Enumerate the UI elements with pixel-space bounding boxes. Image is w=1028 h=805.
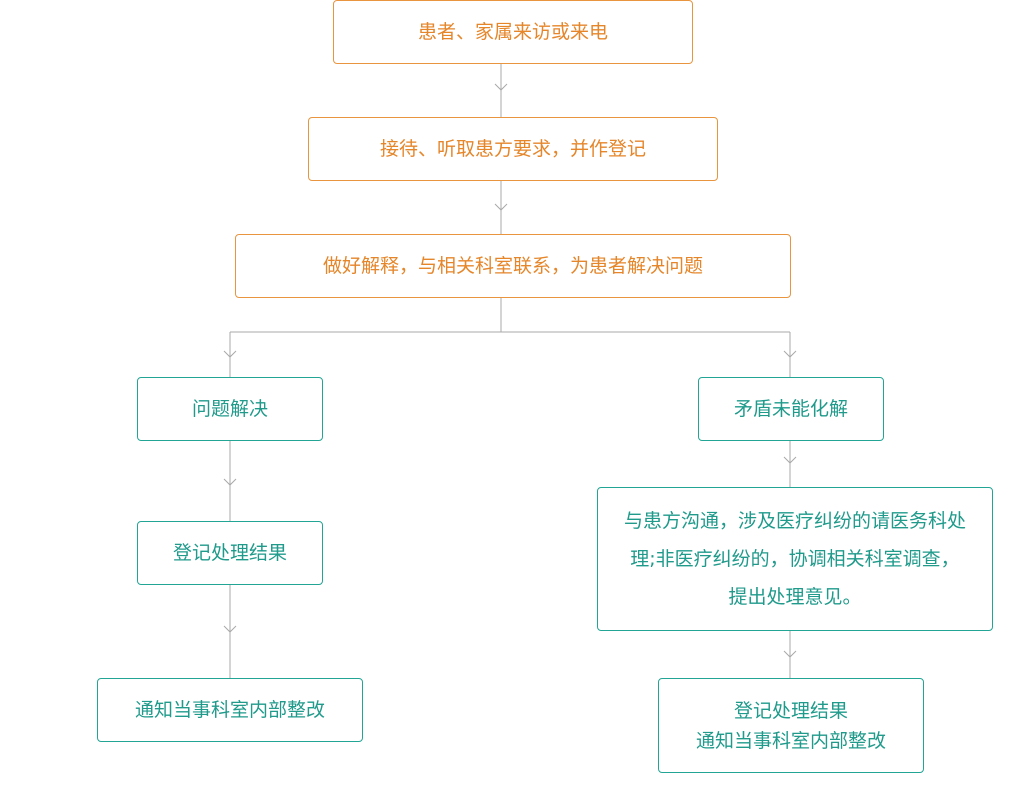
node-explain: 做好解释，与相关科室联系，为患者解决问题 (235, 234, 791, 298)
node-unresolved: 矛盾未能化解 (698, 377, 884, 441)
node-record-left: 登记处理结果 (137, 521, 323, 585)
arrow-head (494, 83, 508, 91)
node-reception: 接待、听取患方要求，并作登记 (308, 117, 718, 181)
arrow-head (783, 650, 797, 658)
node-communicate-line-3: 提出处理意见。 (728, 586, 862, 608)
node-record-notify-right: 登记处理结果 通知当事科室内部整改 (658, 678, 924, 773)
node-notify-left-label: 通知当事科室内部整改 (134, 699, 325, 721)
node-unresolved-label: 矛盾未能化解 (733, 398, 848, 420)
node-explain-label: 做好解释，与相关科室联系，为患者解决问题 (322, 255, 703, 277)
arrow-head (783, 456, 797, 464)
node-notify-right-label: 通知当事科室内部整改 (695, 729, 886, 752)
node-communicate-line-1: 与患方沟通，涉及医疗纠纷的请医务科处 (623, 510, 966, 532)
node-resolved-label: 问题解决 (191, 398, 268, 420)
node-visit-label: 患者、家属来访或来电 (417, 21, 608, 43)
node-record-right-label: 登记处理结果 (733, 699, 848, 722)
arrow-head (494, 203, 508, 211)
node-reception-label: 接待、听取患方要求，并作登记 (379, 138, 646, 160)
node-notify-left: 通知当事科室内部整改 (97, 678, 363, 742)
arrow-head (223, 625, 237, 633)
arrow-head (223, 478, 237, 486)
node-communicate-line-2: 理;非医疗纠纷的，协调相关科室调查， (630, 548, 960, 570)
node-resolved: 问题解决 (137, 377, 323, 441)
arrow-head (783, 350, 797, 358)
node-communicate: 与患方沟通，涉及医疗纠纷的请医务科处 理;非医疗纠纷的，协调相关科室调查， 提出… (597, 487, 993, 631)
node-record-left-label: 登记处理结果 (172, 542, 287, 564)
node-visit: 患者、家属来访或来电 (333, 0, 693, 64)
arrow-head (223, 350, 237, 358)
